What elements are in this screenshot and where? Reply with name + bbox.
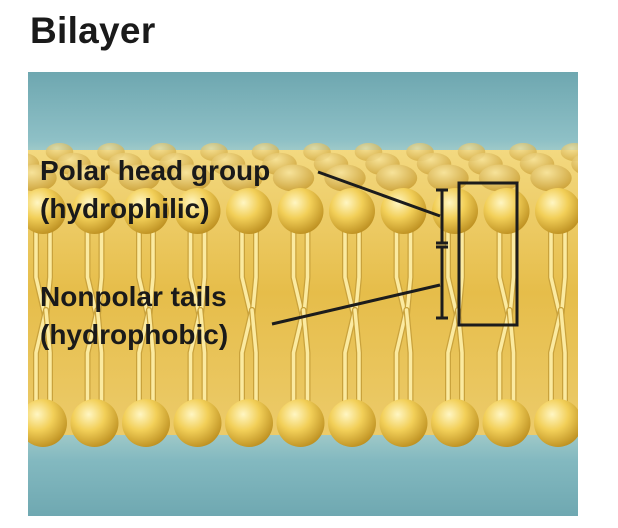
back-head bbox=[273, 165, 314, 192]
head-group bbox=[380, 399, 428, 447]
back-head bbox=[427, 165, 468, 192]
back-head bbox=[571, 153, 606, 176]
back-head bbox=[0, 143, 22, 161]
head-group bbox=[329, 188, 375, 234]
head-group bbox=[174, 399, 222, 447]
head-group bbox=[381, 188, 427, 234]
head-group bbox=[535, 188, 581, 234]
head-group bbox=[226, 188, 272, 234]
tail-label-line2: (hydrophobic) bbox=[40, 319, 228, 350]
head-group bbox=[225, 399, 273, 447]
back-head bbox=[479, 165, 520, 192]
back-head bbox=[530, 165, 571, 192]
head-group bbox=[431, 399, 479, 447]
head-group bbox=[19, 399, 67, 447]
back-head bbox=[612, 143, 618, 161]
head-group bbox=[484, 188, 530, 234]
head-group bbox=[278, 188, 324, 234]
head-label-line1: Polar head group bbox=[40, 155, 270, 186]
head-label-line2: (hydrophilic) bbox=[40, 193, 210, 224]
head-group bbox=[534, 399, 582, 447]
back-head bbox=[582, 165, 618, 192]
head-group bbox=[71, 399, 119, 447]
head-group bbox=[328, 399, 376, 447]
bottom-leaflet-heads bbox=[19, 399, 582, 447]
head-group bbox=[483, 399, 531, 447]
tail-label-line1: Nonpolar tails bbox=[40, 281, 227, 312]
head-group bbox=[122, 399, 170, 447]
head-group bbox=[432, 188, 478, 234]
head-group bbox=[277, 399, 325, 447]
back-head bbox=[376, 165, 417, 192]
